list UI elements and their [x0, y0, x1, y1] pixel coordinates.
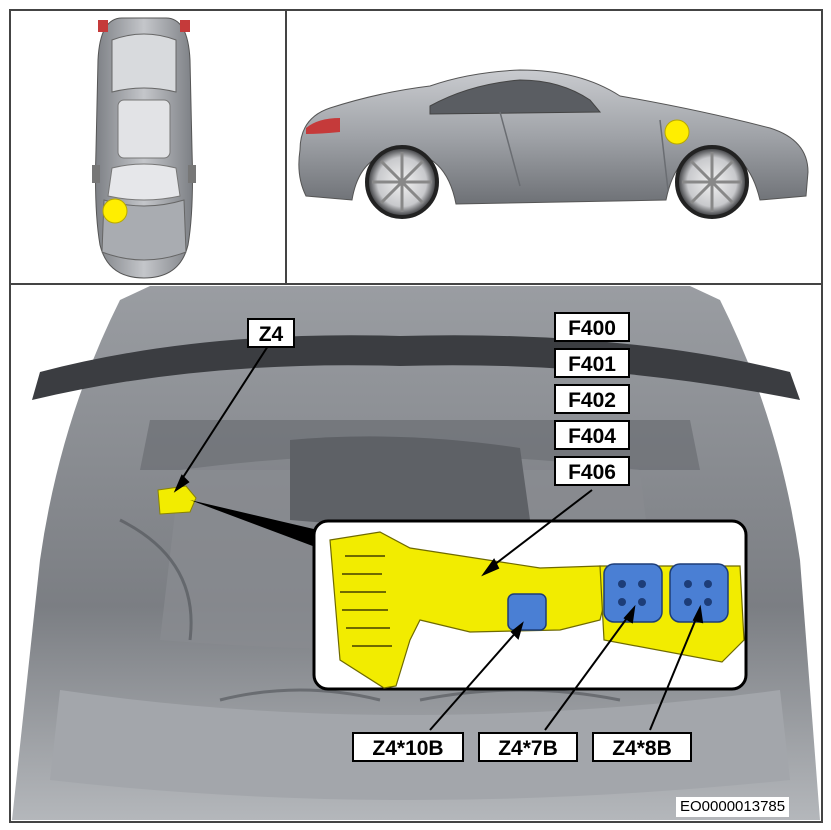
top-view-location-marker: [102, 198, 128, 224]
callout-connector-z4-7b: Z4*7B: [478, 732, 578, 762]
callout-fuse-f404: F404: [554, 420, 630, 450]
callout-fuse-f406: F406: [554, 456, 630, 486]
callout-connector-z4-8b: Z4*8B: [592, 732, 692, 762]
callout-fuse-f400: F400: [554, 312, 630, 342]
side-view-location-marker: [664, 119, 690, 145]
callout-fuse-f402: F402: [554, 384, 630, 414]
callout-fuse-f401: F401: [554, 348, 630, 378]
car-side-view-icon: [298, 69, 809, 219]
callout-z4: Z4: [247, 318, 295, 348]
inset-detail: [312, 519, 748, 691]
leader-lines: [173, 345, 704, 731]
callout-connector-z4-10b: Z4*10B: [352, 732, 464, 762]
car-top-view-icon: [92, 17, 196, 279]
document-id: EO0000013785: [676, 797, 790, 817]
connector-z4-10b: [507, 593, 547, 631]
